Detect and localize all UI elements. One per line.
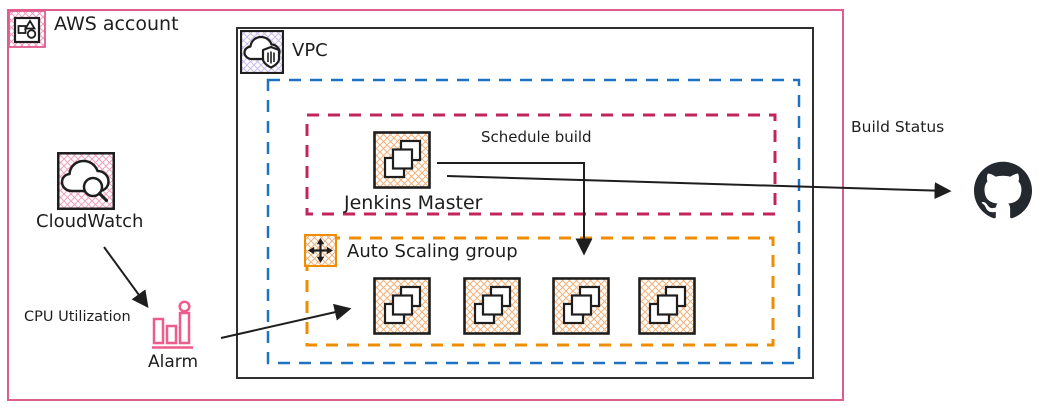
ec2-instance-icon [373, 277, 431, 335]
cpu-utilization-edge-label: CPU Utilization [24, 309, 131, 325]
jenkins-group-box [305, 113, 777, 216]
schedule-build-arrow [437, 162, 593, 256]
vpc-shield-cloud-icon [240, 30, 284, 74]
cloudwatch-icon [57, 152, 115, 210]
alarm-label: Alarm [147, 352, 199, 372]
ec2-instance-icon [638, 277, 696, 335]
auto-scaling-icon [304, 234, 337, 267]
alarm-icon [152, 300, 193, 349]
auto-scaling-group-label: Auto Scaling group [347, 241, 518, 262]
aws-account-icon [8, 10, 46, 48]
jenkins-master-label: Jenkins Master [344, 192, 483, 214]
cloudwatch-to-alarm-arrow [103, 246, 149, 309]
build-status-edge-label: Build Status [851, 118, 945, 136]
vpc-label: VPC [292, 40, 328, 61]
build-status-arrow [446, 175, 952, 200]
github-icon [974, 161, 1032, 219]
schedule-build-edge-label: Schedule build [481, 128, 592, 146]
aws-account-label: AWS account [54, 13, 179, 35]
alarm-to-asg-arrow [220, 303, 352, 339]
subnet-box [266, 78, 801, 365]
cloudwatch-label: CloudWatch [36, 211, 144, 232]
jenkins-master-icon [373, 131, 431, 189]
asg-box [305, 236, 775, 347]
ec2-instance-icon [552, 277, 610, 335]
ec2-instance-icon [463, 277, 521, 335]
vpc-box [236, 27, 814, 379]
aws-account-box [7, 9, 844, 401]
